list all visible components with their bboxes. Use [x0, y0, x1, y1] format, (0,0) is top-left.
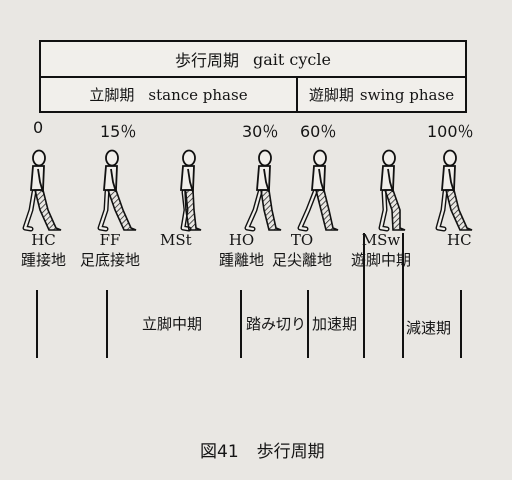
event-ho-jp: 踵離地	[219, 251, 265, 269]
percent-60: 60％	[300, 122, 337, 141]
percent-15: 15％	[100, 122, 137, 141]
gait-cycle-jp: 歩行周期	[175, 51, 240, 70]
phase-deceleration: 減速期	[406, 319, 452, 337]
walking-figure-2	[97, 149, 137, 232]
event-msw-abbr: MSw	[361, 231, 401, 249]
walking-figure-5	[297, 149, 339, 232]
caption-title: 歩行周期	[256, 442, 325, 462]
percent-0: 0	[33, 118, 44, 137]
event-hc-jp: 踵接地	[21, 251, 67, 269]
walking-figures	[22, 149, 473, 232]
caption-fig-number: 図41	[200, 442, 239, 462]
event-ho: HO 踵離地	[219, 231, 264, 270]
percent-100: 100％	[427, 122, 474, 141]
swing-phase-cell: 遊脚期 swing phase	[298, 78, 465, 111]
swing-phase-jp: 遊脚期	[308, 86, 354, 104]
phase-push-off: 踏み切り	[246, 315, 307, 333]
event-ff: FF 足底接地	[80, 231, 140, 270]
walking-figure-6	[378, 149, 406, 232]
stance-phase-jp: 立脚期	[89, 86, 135, 104]
event-hc-start: HC 踵接地	[21, 231, 66, 270]
walking-figure-4	[244, 149, 282, 232]
event-hc-abbr: HC	[31, 231, 56, 249]
event-mst-abbr: MSt	[160, 231, 192, 249]
swing-phase-en: swing phase	[359, 85, 455, 104]
percent-30: 30％	[242, 122, 279, 141]
gait-cycle-row: 歩行周期 gait cycle	[41, 42, 465, 78]
event-to-abbr: TO	[290, 231, 314, 249]
event-msw: MSw 遊脚中期	[351, 231, 411, 270]
event-hc-end: HC	[447, 231, 472, 249]
phase-acceleration: 加速期	[312, 315, 358, 333]
phase-header-table: 歩行周期 gait cycle 立脚期 stance phase 遊脚期 swi…	[39, 40, 467, 113]
walking-figure-1	[22, 149, 62, 232]
event-to-jp: 足尖離地	[272, 251, 333, 269]
event-ho-abbr: HO	[228, 231, 255, 249]
walking-figure-3	[180, 149, 202, 232]
event-hc-end-abbr: HC	[447, 231, 472, 249]
figure-caption: 図41 歩行周期	[200, 437, 325, 462]
event-ff-jp: 足底接地	[80, 251, 141, 269]
stance-phase-cell: 立脚期 stance phase	[41, 78, 298, 111]
gait-cycle-en: gait cycle	[253, 49, 331, 69]
event-to: TO 足尖離地	[272, 231, 332, 270]
event-mst: MSt	[160, 231, 192, 249]
phase-midstance: 立脚中期	[142, 315, 203, 333]
stance-phase-en: stance phase	[148, 85, 248, 104]
phase-divider-lines	[36, 233, 462, 358]
event-msw-jp: 遊脚中期	[351, 251, 412, 269]
event-ff-abbr: FF	[99, 231, 121, 249]
walking-figure-7	[435, 149, 473, 232]
